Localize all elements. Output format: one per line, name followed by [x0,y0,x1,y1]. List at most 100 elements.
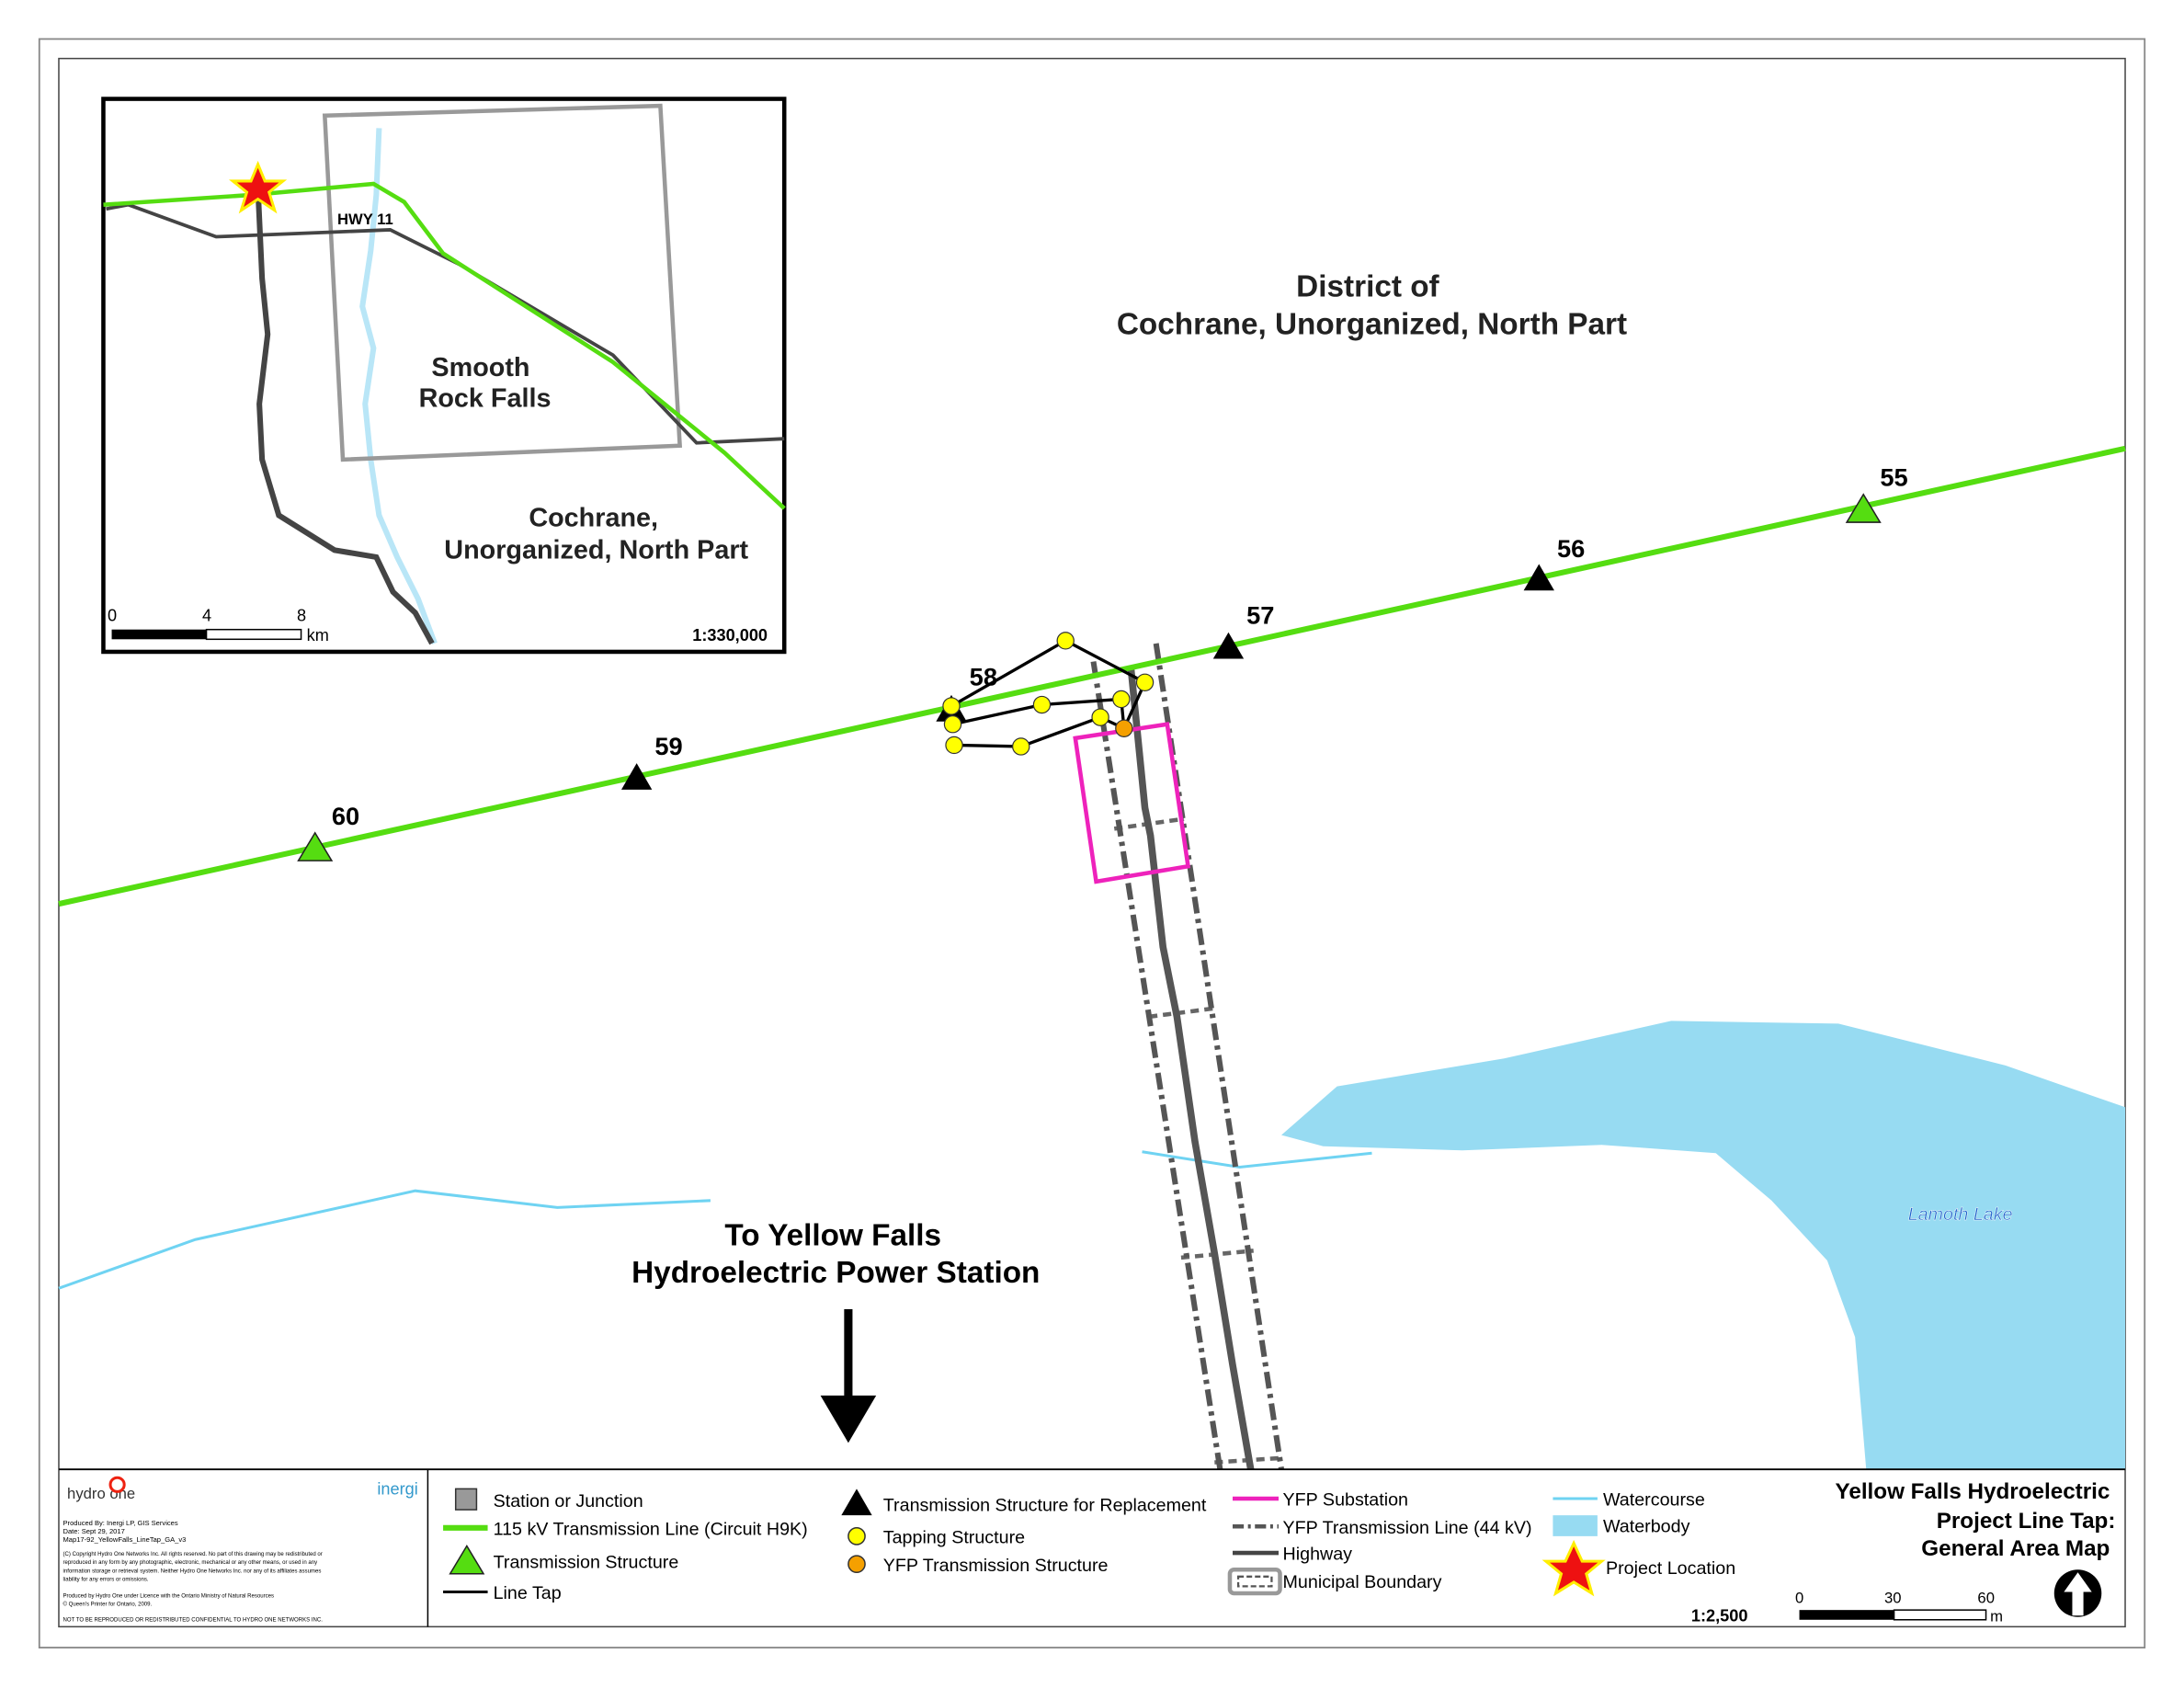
svg-text:Municipal Boundary: Municipal Boundary [1283,1572,1442,1592]
inergi-logo: inergi [377,1479,417,1498]
svg-text:YFP Transmission Line (44 kV): YFP Transmission Line (44 kV) [1283,1518,1532,1538]
svg-text:YFP Substation: YFP Substation [1283,1490,1408,1511]
legend-line-tap: Line Tap [443,1583,562,1603]
svg-text:Transmission Structure: Transmission Structure [494,1553,679,1573]
svg-text:0: 0 [1795,1590,1803,1607]
district-label: District of [1296,270,1439,304]
svg-text:Project Location: Project Location [1606,1558,1735,1579]
svg-text:0: 0 [108,607,117,625]
lamoth-lake [1281,1021,2126,1470]
svg-text:30: 30 [1884,1590,1902,1607]
svg-text:8: 8 [297,607,306,625]
map-title: Yellow Falls Hydroelectric [1836,1479,2110,1504]
svg-text:57: 57 [1246,601,1274,630]
svg-text:Waterbody: Waterbody [1603,1516,1690,1536]
tapping-structures [942,632,1155,756]
yfp-line-west [1090,661,1223,1470]
legend-substation: YFP Substation [1233,1490,1408,1511]
svg-text:m: m [1990,1607,2003,1625]
watercourse-east [1142,1150,1372,1169]
svg-text:4: 4 [202,607,211,625]
legend-replacement: Transmission Structure for Replacement [841,1488,1207,1516]
lake-label: Lamoth Lake [1908,1204,2013,1225]
svg-text:Produced by Hydro One under Li: Produced by Hydro One under Licence with… [63,1594,275,1600]
transmission-structure-icon [1845,493,1882,523]
legend: Station or Junction 115 kV Transmission … [443,1488,1747,1625]
structure-56: 56 [1523,534,1585,591]
svg-text:58: 58 [970,662,997,690]
replacement-structure-icon [620,763,653,790]
inset-scale-bar: 0 4 8 km [108,607,329,644]
inset-transmission-line [103,181,786,510]
svg-text:55: 55 [1880,463,1907,492]
inset-town-label-2: Rock Falls [419,383,552,413]
structure-57: 57 [1212,601,1274,659]
legend-municipal: Municipal Boundary [1227,1567,1442,1596]
svg-text:Transmission Structure for Rep: Transmission Structure for Replacement [883,1496,1207,1516]
scale-bar: 0 30 60 m [1795,1590,2003,1625]
legend-tapping: Tapping Structure [847,1527,1025,1547]
district-label-2: Cochrane, Unorganized, North Part [1117,308,1627,342]
svg-text:NOT TO BE REPRODUCED OR REDIST: NOT TO BE REPRODUCED OR REDISTRIBUTED CO… [63,1617,324,1623]
inset-area-label: Cochrane, [529,504,658,533]
svg-text:information storage or retriev: information storage or retrieval system.… [63,1568,322,1574]
structure-55: 55 [1845,463,1908,523]
svg-text:YFP Transmission Structure: YFP Transmission Structure [883,1556,1109,1576]
svg-text:56: 56 [1557,534,1585,563]
transmission-structure-icon [297,831,334,861]
watercourse-west [58,1189,711,1290]
hydro-one-logo: hydro one [67,1485,135,1502]
svg-text:reproduced in any form by any: reproduced in any form by any photograph… [63,1560,319,1566]
svg-text:km: km [307,626,329,644]
inset-extent-box [322,103,683,462]
svg-text:Line Tap: Line Tap [494,1583,562,1603]
svg-text:(C) Copyright Hydro One Networ: (C) Copyright Hydro One Networks Inc. Al… [63,1552,323,1557]
svg-text:Tapping Structure: Tapping Structure [883,1527,1025,1547]
yfp-substation [1073,722,1191,884]
legend-station: Station or Junction [454,1488,643,1511]
legend-115kv-line: 115 kV Transmission Line (Circuit H9K) [443,1519,808,1539]
svg-text:Watercourse: Watercourse [1603,1490,1705,1511]
yfp-transmission-structure [1115,719,1133,737]
inset-map: HWY 11 Smooth Rock Falls Cochrane, Unorg… [101,97,787,655]
map-scale-ratio: 1:2,500 [1691,1606,1748,1625]
legend-project-location: Project Location [1541,1539,1735,1597]
inset-town-label: Smooth [431,353,529,382]
project-location-star-icon [229,160,288,214]
legend-yfp-line: YFP Transmission Line (44 kV) [1233,1518,1532,1538]
highway [1127,667,1255,1470]
svg-text:Highway: Highway [1283,1545,1353,1565]
destination-label-2: Hydroelectric Power Station [631,1256,1040,1290]
svg-text:60: 60 [332,802,359,830]
svg-text:60: 60 [1977,1590,1995,1607]
title-block: Yellow Falls Hydroelectric Project Line … [1795,1479,2115,1625]
svg-text:Map17-92_YellowFalls_LineTap_G: Map17-92_YellowFalls_LineTap_GA_v3 [63,1535,187,1544]
replacement-structure-icon [1212,632,1245,659]
line-tap [950,638,1147,748]
main-map: Lamoth Lake 60 59 58 [58,270,2126,1470]
inset-highway-label: HWY 11 [337,211,393,228]
north-arrow-icon [2053,1569,2102,1617]
arrow-down-icon [820,1308,877,1443]
svg-text:liability for any errors or om: liability for any errors or omissions. [63,1577,149,1582]
inset-road [255,188,435,645]
inset-highway [106,202,785,445]
credits-block: hydro one inergi Produced By: Inergi LP,… [63,1476,418,1623]
svg-text:Date: Sept 29, 2017: Date: Sept 29, 2017 [63,1527,125,1535]
svg-text:115 kV Transmission Line (Circ: 115 kV Transmission Line (Circuit H9K) [494,1519,808,1539]
replacement-structure-icon [1523,564,1554,591]
legend-highway: Highway [1233,1545,1352,1565]
svg-text:© Queen's Printer for Ontario,: © Queen's Printer for Ontario, 2009. [63,1602,153,1608]
destination-label: To Yellow Falls [724,1218,941,1252]
svg-text:Produced By: Inergi LP, GIS Se: Produced By: Inergi LP, GIS Services [63,1519,178,1527]
svg-text:59: 59 [654,732,682,760]
svg-text:Station or Junction: Station or Junction [494,1491,643,1511]
legend-yfp-structure: YFP Transmission Structure [847,1555,1109,1576]
115kv-transmission-line [58,445,2126,907]
inset-scale-ratio: 1:330,000 [692,626,768,644]
legend-waterbody: Waterbody [1553,1515,1690,1536]
map-title-2: Project Line Tap: [1937,1509,2116,1534]
structure-60: 60 [297,802,359,861]
legend-transmission-structure: Transmission Structure [449,1545,679,1575]
